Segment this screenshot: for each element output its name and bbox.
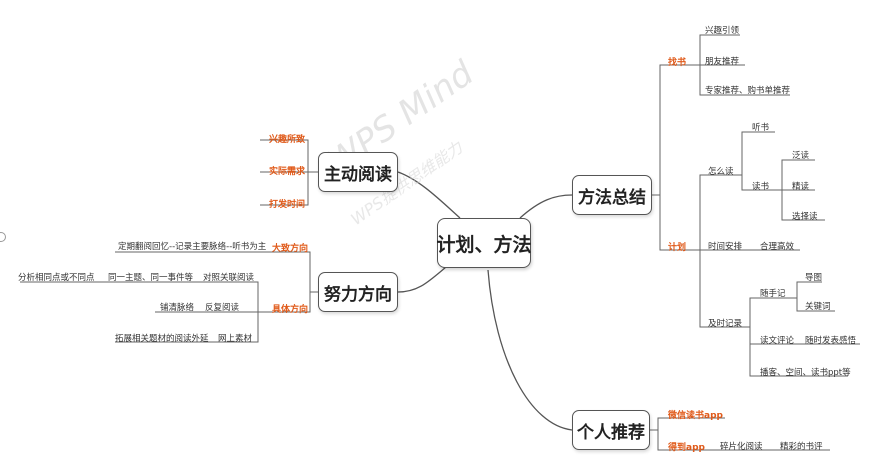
- method-plan[interactable]: 计划: [668, 243, 687, 253]
- read-item-1[interactable]: 泛读: [792, 151, 810, 161]
- link-central-recommend: [487, 269, 573, 431]
- record-note[interactable]: 随手记: [760, 289, 786, 299]
- specific-leaf-2c[interactable]: 反复阅读: [205, 303, 240, 313]
- reading-item-3[interactable]: 打发时间: [269, 200, 306, 210]
- app2-item-1[interactable]: 碎片化阅读: [720, 442, 763, 452]
- topic-method-summary[interactable]: 方法总结: [572, 175, 652, 215]
- plan-listen[interactable]: 听书: [752, 123, 770, 133]
- method-find-books[interactable]: 找书: [668, 58, 687, 68]
- recommend-app-1[interactable]: 微信读书app: [668, 411, 723, 421]
- specific-leaf-1b[interactable]: 同一主题、同一事件等: [108, 273, 194, 283]
- effort-specific[interactable]: 具体方向: [272, 305, 309, 315]
- find-item-3[interactable]: 专家推荐、购书单推荐: [705, 86, 791, 96]
- edge-handle[interactable]: [0, 232, 6, 242]
- comment-item[interactable]: 随时发表感悟: [805, 336, 857, 346]
- reading-item-1[interactable]: 兴趣所致: [269, 135, 306, 145]
- note-item-2[interactable]: 关键词: [805, 302, 831, 312]
- read-item-3[interactable]: 选择读: [792, 212, 818, 222]
- specific-leaf-3b[interactable]: 拓展相关题材的阅读外延: [115, 334, 209, 344]
- record-share[interactable]: 播客、空间、读书ppt等: [760, 368, 851, 378]
- plan-record[interactable]: 及时记录: [708, 319, 743, 329]
- plan-time[interactable]: 时间安排: [708, 242, 743, 252]
- app2-item-2[interactable]: 精彩的书评: [780, 442, 823, 452]
- central-topic[interactable]: 计划、方法: [437, 218, 532, 268]
- reading-item-2[interactable]: 实际需求: [269, 167, 306, 177]
- effort-general[interactable]: 大致方向: [272, 244, 309, 254]
- effort-general-leaf[interactable]: 定期翻阅回忆--记录主要脉络--听书为主: [118, 242, 267, 252]
- plan-read[interactable]: 读书: [752, 182, 770, 192]
- link-central-reading: [397, 171, 461, 219]
- topic-active-reading[interactable]: 主动阅读: [318, 152, 398, 192]
- topic-effort-direction[interactable]: 努力方向: [318, 272, 398, 312]
- find-item-2[interactable]: 朋友推荐: [705, 57, 740, 67]
- topic-personal-recommend[interactable]: 个人推荐: [572, 410, 650, 450]
- time-item[interactable]: 合理高效: [760, 242, 795, 252]
- note-item-1[interactable]: 导图: [805, 273, 823, 283]
- plan-how[interactable]: 怎么读: [708, 167, 734, 177]
- specific-leaf-2b[interactable]: 铺清脉络: [160, 303, 195, 313]
- specific-leaf-3c[interactable]: 网上素材: [218, 334, 253, 344]
- recommend-app-2[interactable]: 得到app: [668, 443, 705, 453]
- find-item-1[interactable]: 兴趣引领: [705, 26, 740, 36]
- record-comment[interactable]: 读文评论: [760, 336, 795, 346]
- specific-leaf-1c[interactable]: 对照关联阅读: [203, 273, 255, 283]
- link-central-method: [519, 194, 573, 219]
- read-item-2[interactable]: 精读: [792, 182, 810, 192]
- specific-leaf-1a[interactable]: 分析相同点或不同点: [18, 273, 95, 283]
